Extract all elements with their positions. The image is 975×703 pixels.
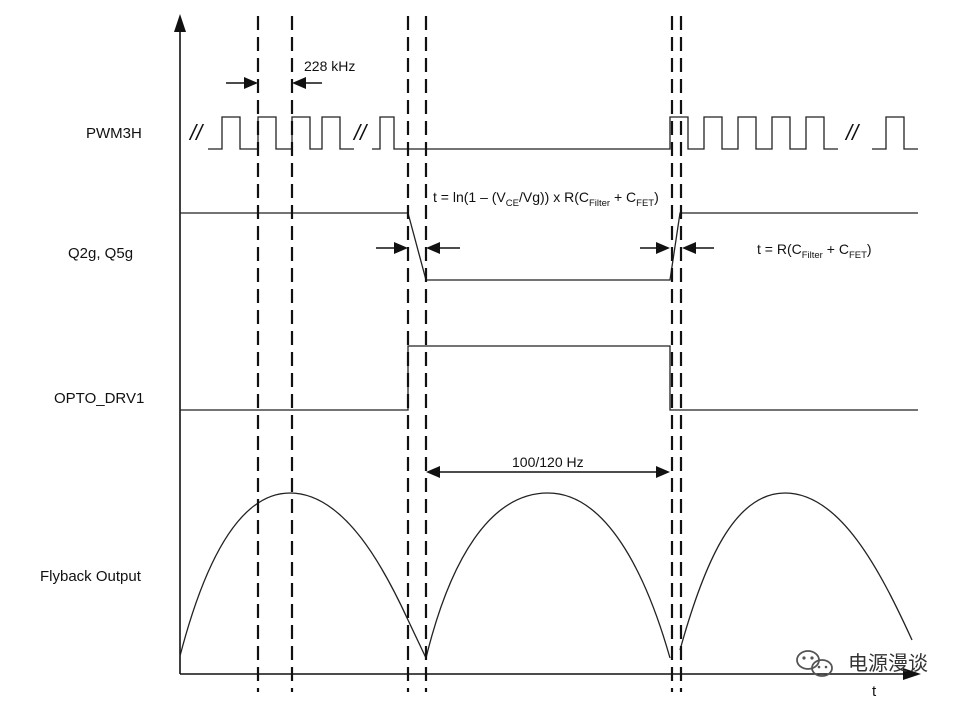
- flyback-hump-1: [179, 492, 427, 659]
- line-frequency-annotation: 100/120 Hz: [426, 454, 670, 478]
- signal-labels: PWM3H Q2g, Q5g OPTO_DRV1 Flyback Output: [40, 125, 144, 585]
- pwm-break-mark-3: //: [844, 120, 860, 145]
- arrow-left-icon: [426, 466, 440, 478]
- arrow-left-icon: [682, 242, 696, 254]
- pwm-break-mark-1: //: [188, 120, 204, 145]
- gate-trace: [180, 212, 918, 281]
- opto-trace: [180, 345, 918, 411]
- pwm-frequency-annotation: 228 kHz: [226, 58, 355, 89]
- fall-time-formula: t = ln(1 – (VCE/Vg)) x R(CFilter + CFET): [433, 189, 659, 209]
- flyback-hump-3: [679, 492, 913, 651]
- x-axis-arrowhead: [903, 668, 921, 680]
- line-frequency-label: 100/120 Hz: [512, 454, 584, 470]
- pwm-break-mark-2: //: [352, 120, 368, 145]
- watermark: 电源漫谈: [796, 650, 928, 677]
- x-axis-label: t: [872, 683, 877, 700]
- pwm-frequency-label: 228 kHz: [304, 58, 355, 74]
- arrow-right-icon: [656, 242, 670, 254]
- pwm-trace-left: [208, 116, 354, 150]
- flyback-waveform: [179, 492, 913, 659]
- arrow-left-icon: [292, 77, 306, 89]
- opto-waveform: [180, 345, 918, 411]
- pwm-trace-middle: [372, 116, 838, 150]
- arrow-right-icon: [656, 466, 670, 478]
- y-axis-arrowhead: [174, 14, 186, 32]
- signal-label-opto: OPTO_DRV1: [54, 390, 144, 407]
- pwm-trace-right: [872, 116, 918, 150]
- axes: t: [174, 14, 921, 700]
- flyback-hump-2: [425, 492, 671, 659]
- signal-label-flyback: Flyback Output: [40, 568, 142, 585]
- wechat-icon: [796, 650, 833, 677]
- rise-time-formula: t = R(CFilter + CFET): [757, 241, 872, 261]
- arrow-right-icon: [244, 77, 258, 89]
- pwm-waveform: // // //: [188, 116, 918, 150]
- arrow-left-icon: [426, 242, 440, 254]
- gate-transition-annotations: t = ln(1 – (VCE/Vg)) x R(CFilter + CFET)…: [376, 189, 872, 261]
- watermark-text: 电源漫谈: [848, 651, 928, 675]
- arrow-right-icon: [394, 242, 408, 254]
- signal-label-gate: Q2g, Q5g: [68, 245, 133, 262]
- signal-label-pwm: PWM3H: [86, 125, 142, 142]
- gate-waveform: [180, 212, 918, 281]
- vertical-markers: [256, 16, 683, 692]
